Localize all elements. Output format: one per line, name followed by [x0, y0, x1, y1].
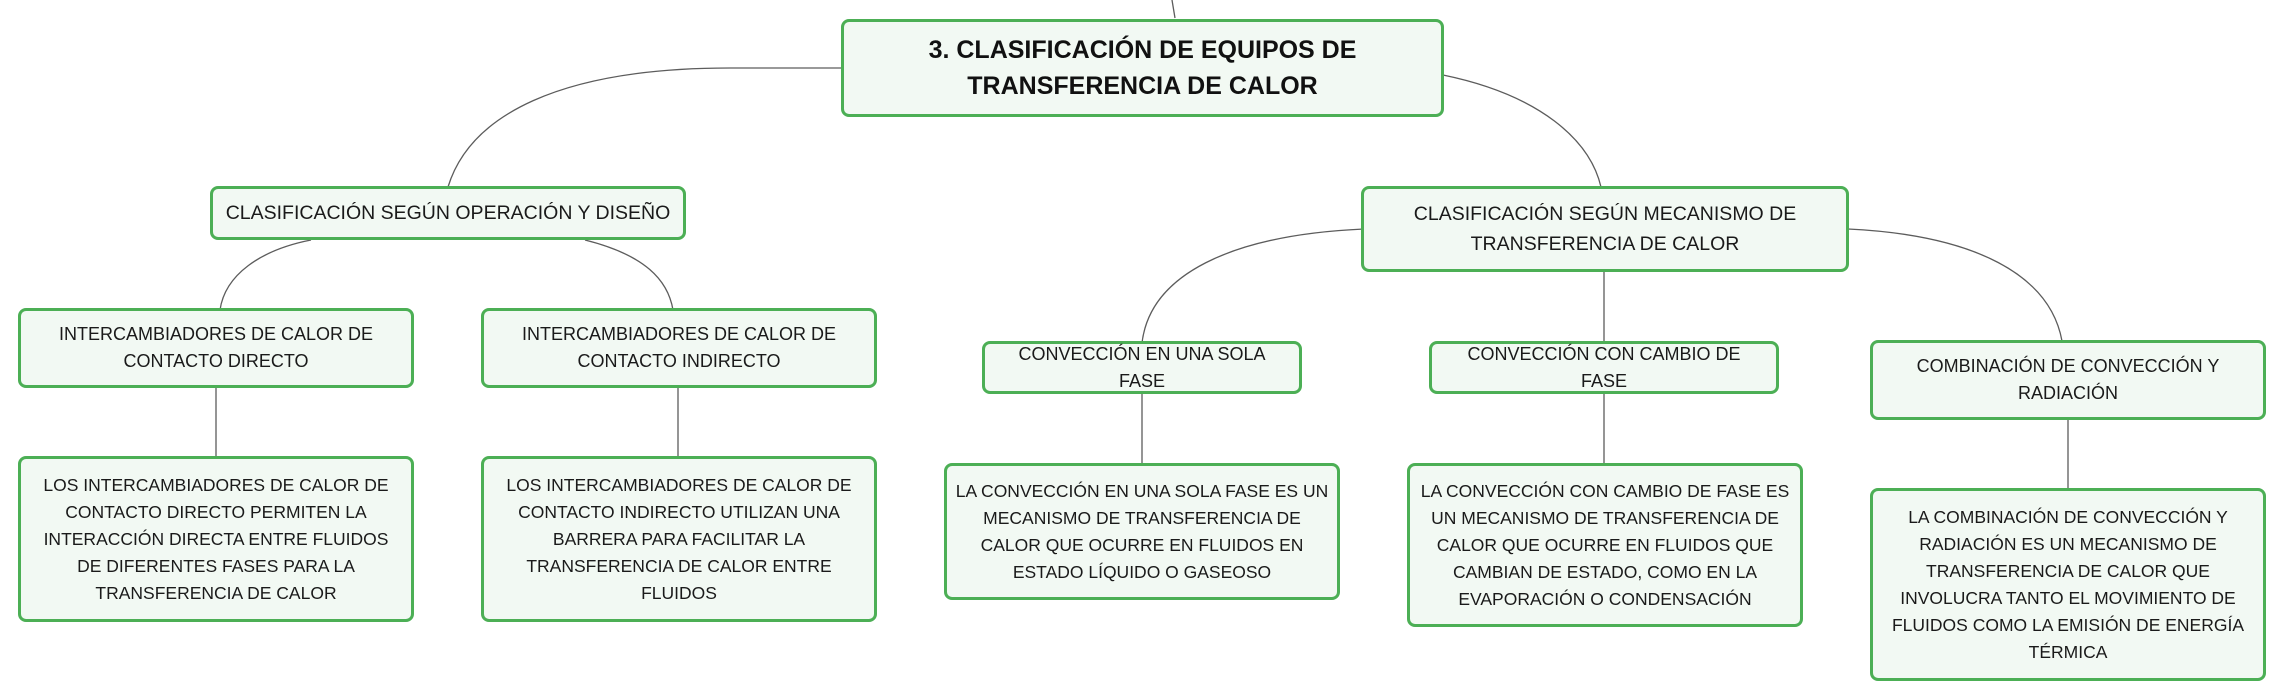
branch-operacion-diseno[interactable]: CLASIFICACIÓN SEGÚN OPERACIÓN Y DISEÑO [210, 186, 686, 240]
connector-operacion-to-indirecto [584, 239, 674, 311]
node-label: COMBINACIÓN DE CONVECCIÓN Y RADIACIÓN [1916, 356, 2220, 403]
detail-text: LA CONVECCIÓN EN UNA SOLA FASE ES UN MEC… [955, 480, 1329, 582]
connector-mecanismo-to-combinacion [1847, 228, 2063, 342]
detail-text: LOS INTERCAMBIADORES DE CALOR DE CONTACT… [506, 474, 852, 603]
root-node[interactable]: 3. CLASIFICACIÓN DE EQUIPOS DE TRANSFERE… [841, 19, 1444, 117]
node-contacto-directo[interactable]: INTERCAMBIADORES DE CALOR DE CONTACTO DI… [18, 308, 414, 388]
node-label: CONVECCIÓN CON CAMBIO DE FASE [1467, 343, 1741, 391]
connector-root-incoming [1171, 0, 1176, 19]
detail-contacto-indirecto[interactable]: LOS INTERCAMBIADORES DE CALOR DE CONTACT… [481, 456, 877, 622]
branch-mecanismo-transferencia[interactable]: CLASIFICACIÓN SEGÚN MECANISMO DE TRANSFE… [1361, 186, 1849, 272]
detail-text: LOS INTERCAMBIADORES DE CALOR DE CONTACT… [43, 474, 389, 603]
detail-conveccion-cambio-fase[interactable]: LA CONVECCIÓN CON CAMBIO DE FASE ES UN M… [1407, 463, 1803, 627]
node-conveccion-radiacion[interactable]: COMBINACIÓN DE CONVECCIÓN Y RADIACIÓN [1870, 340, 2266, 420]
node-conveccion-cambio-fase[interactable]: CONVECCIÓN CON CAMBIO DE FASE [1429, 341, 1779, 394]
detail-text: LA CONVECCIÓN CON CAMBIO DE FASE ES UN M… [1420, 480, 1790, 609]
branch-label: CLASIFICACIÓN SEGÚN OPERACIÓN Y DISEÑO [225, 202, 671, 224]
node-label: INTERCAMBIADORES DE CALOR DE CONTACTO DI… [58, 324, 374, 371]
connector-mecanismo-to-sola-fase [1141, 228, 1365, 344]
detail-contacto-directo[interactable]: LOS INTERCAMBIADORES DE CALOR DE CONTACT… [18, 456, 414, 622]
detail-text: LA COMBINACIÓN DE CONVECCIÓN Y RADIACIÓN… [1891, 506, 2244, 662]
node-label: CONVECCIÓN EN UNA SOLA FASE [1018, 343, 1266, 391]
node-conveccion-sola-fase[interactable]: CONVECCIÓN EN UNA SOLA FASE [982, 341, 1302, 394]
branch-label: CLASIFICACIÓN SEGÚN MECANISMO DE TRANSFE… [1413, 203, 1797, 255]
root-title: 3. CLASIFICACIÓN DE EQUIPOS DE TRANSFERE… [928, 36, 1357, 100]
detail-conveccion-sola-fase[interactable]: LA CONVECCIÓN EN UNA SOLA FASE ES UN MEC… [944, 463, 1340, 600]
connector-root-to-mecanismo [1442, 74, 1602, 188]
detail-conveccion-radiacion[interactable]: LA COMBINACIÓN DE CONVECCIÓN Y RADIACIÓN… [1870, 488, 2266, 681]
node-label: INTERCAMBIADORES DE CALOR DE CONTACTO IN… [521, 324, 837, 371]
connector-operacion-to-directo [219, 239, 312, 311]
connector-root-to-operacion [447, 67, 843, 188]
node-contacto-indirecto[interactable]: INTERCAMBIADORES DE CALOR DE CONTACTO IN… [481, 308, 877, 388]
